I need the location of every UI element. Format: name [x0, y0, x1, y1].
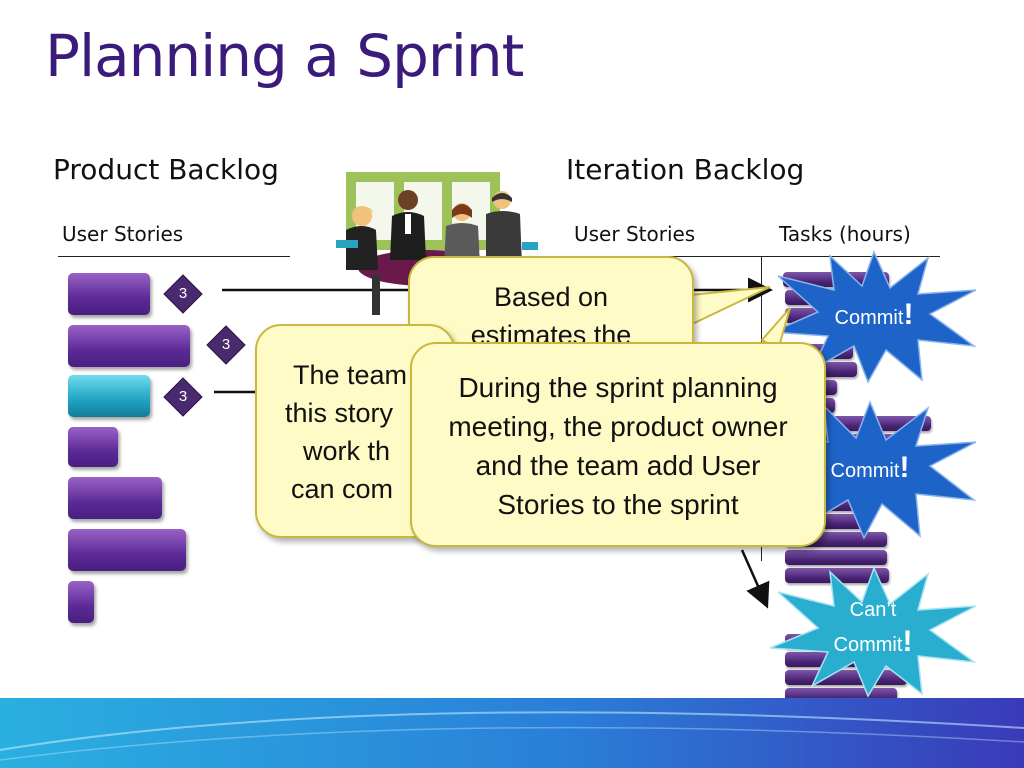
- product-backlog-rule: [58, 256, 290, 257]
- commit-exclamation: !: [902, 625, 913, 658]
- estimate-value: 3: [221, 336, 231, 353]
- diamond-icon: [163, 274, 203, 314]
- story-bar: [68, 325, 190, 367]
- commit-word: Commit: [834, 307, 904, 329]
- commit-exclamation: !: [899, 451, 910, 484]
- callout-estimates-line1: Based on: [493, 282, 609, 312]
- commit-burst: Commit!: [768, 250, 980, 384]
- iteration-user-stories-label: User Stories: [574, 222, 696, 246]
- callout-team-line3: work th: [303, 436, 391, 466]
- story-bar: [68, 529, 186, 571]
- tasks-hours-label: Tasks (hours): [779, 222, 911, 246]
- diamond-icon: [206, 325, 246, 365]
- story-bar: [68, 477, 162, 519]
- product-user-stories-label: User Stories: [62, 222, 184, 246]
- cant-word: Can’t: [849, 599, 897, 621]
- slide-title: Planning a Sprint: [45, 22, 524, 90]
- callout-sprint-planning: During the sprint planning meeting, the …: [410, 342, 826, 547]
- story-bar: [68, 581, 94, 623]
- starburst-icon: [769, 566, 977, 698]
- callout-team-line2: this story: [285, 398, 394, 428]
- product-backlog-heading: Product Backlog: [53, 153, 279, 186]
- iteration-backlog-heading: Iteration Backlog: [566, 153, 805, 186]
- starburst-icon: [771, 250, 977, 384]
- commit-word: Commit: [833, 634, 903, 656]
- diamond-icon: [163, 377, 203, 417]
- commit-word: Commit: [830, 460, 900, 482]
- commit-exclamation: !: [903, 298, 914, 331]
- estimate-badge: 3: [163, 377, 203, 417]
- estimate-value: 3: [178, 285, 188, 302]
- task-block: [785, 568, 889, 583]
- story-bar: [68, 427, 118, 467]
- bottom-band: [0, 698, 1024, 768]
- cant-commit-burst: Can’t Commit!: [766, 566, 980, 698]
- selected-story-bar: [68, 375, 150, 417]
- estimate-value: 3: [178, 388, 188, 405]
- estimate-badge: 3: [163, 274, 203, 314]
- iteration-backlog-rule: [570, 256, 940, 257]
- story-bar: [68, 273, 150, 315]
- callout-team-line1: The team: [293, 360, 408, 390]
- task-block: [785, 550, 887, 565]
- callout-team-line4: can com: [291, 474, 394, 504]
- estimate-badge: 3: [206, 325, 246, 365]
